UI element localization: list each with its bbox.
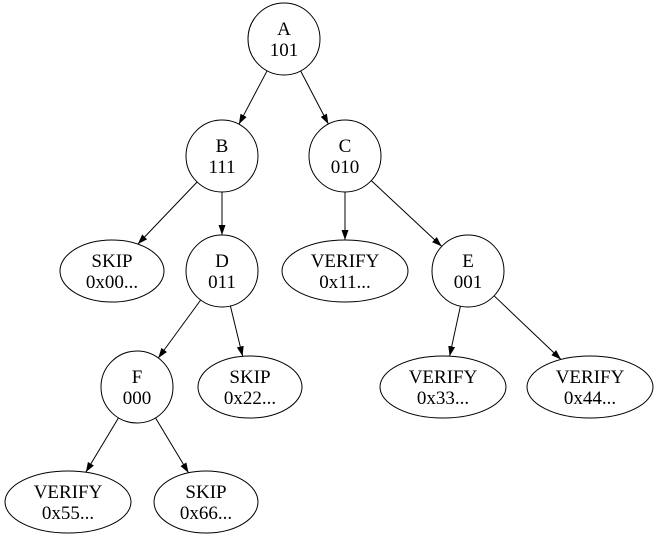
node-B-label: B	[216, 136, 229, 157]
node-E-value: 001	[454, 272, 483, 293]
node-skip22-shape-ellipse	[197, 355, 303, 419]
node-verify44-shape-ellipse	[526, 355, 654, 419]
node-A-label: A	[277, 19, 291, 40]
node-skip00-shape-ellipse	[59, 239, 165, 303]
node-skip00: SKIP0x00...	[59, 239, 165, 303]
edge-F-verify55	[85, 417, 119, 473]
node-verify33-shape-ellipse	[379, 355, 507, 419]
node-E-shape-circle	[431, 234, 505, 308]
node-C-shape-circle	[308, 119, 382, 193]
edge-D-skip22	[229, 305, 244, 357]
edge-C-E	[370, 180, 443, 247]
edge-D-F	[157, 299, 202, 359]
node-A-shape-circle	[247, 2, 321, 76]
node-verify55: VERIFY0x55...	[4, 470, 132, 534]
edge-E-verify44	[493, 295, 562, 360]
node-verify44-label: VERIFY	[556, 367, 625, 388]
node-skip66-label: SKIP	[185, 482, 226, 503]
node-verify11-shape-ellipse	[281, 239, 409, 303]
node-skip66-value: 0x66...	[180, 503, 232, 524]
node-B-shape-circle	[185, 119, 259, 193]
node-verify33-value: 0x33...	[417, 388, 469, 409]
edge-B-skip00	[137, 181, 198, 245]
node-verify11: VERIFY0x11...	[281, 239, 409, 303]
edges-layer	[85, 70, 562, 474]
node-skip00-label: SKIP	[91, 251, 132, 272]
node-C-value: 010	[331, 157, 360, 178]
node-skip00-value: 0x00...	[86, 272, 138, 293]
node-verify44-value: 0x44...	[564, 388, 616, 409]
node-verify55-value: 0x55...	[42, 503, 94, 524]
node-skip66-shape-ellipse	[153, 470, 259, 534]
edge-A-B	[238, 70, 268, 125]
node-F-label: F	[132, 367, 143, 388]
edge-E-verify33	[448, 306, 461, 357]
node-skip22-value: 0x22...	[224, 388, 276, 409]
node-verify33-label: VERIFY	[409, 367, 478, 388]
node-D-value: 011	[208, 272, 236, 293]
node-D-shape-circle	[185, 234, 259, 308]
node-A-value: 101	[270, 40, 299, 61]
node-E-label: E	[462, 251, 474, 272]
node-verify55-label: VERIFY	[34, 482, 103, 503]
node-B-value: 111	[208, 157, 235, 178]
node-verify11-label: VERIFY	[311, 251, 380, 272]
node-F-shape-circle	[100, 350, 174, 424]
edge-F-skip66	[155, 417, 189, 474]
nodes-layer: A101B111C010SKIP0x00...D011VERIFY0x11...…	[4, 2, 654, 534]
edge-A-C	[300, 70, 329, 125]
node-verify11-value: 0x11...	[319, 272, 371, 293]
node-C-label: C	[339, 136, 352, 157]
node-verify55-shape-ellipse	[4, 470, 132, 534]
node-D-label: D	[215, 251, 229, 272]
node-skip22-label: SKIP	[229, 367, 270, 388]
node-skip22: SKIP0x22...	[197, 355, 303, 419]
node-F-value: 000	[123, 388, 152, 409]
node-verify44: VERIFY0x44...	[526, 355, 654, 419]
node-verify33: VERIFY0x33...	[379, 355, 507, 419]
node-skip66: SKIP0x66...	[153, 470, 259, 534]
